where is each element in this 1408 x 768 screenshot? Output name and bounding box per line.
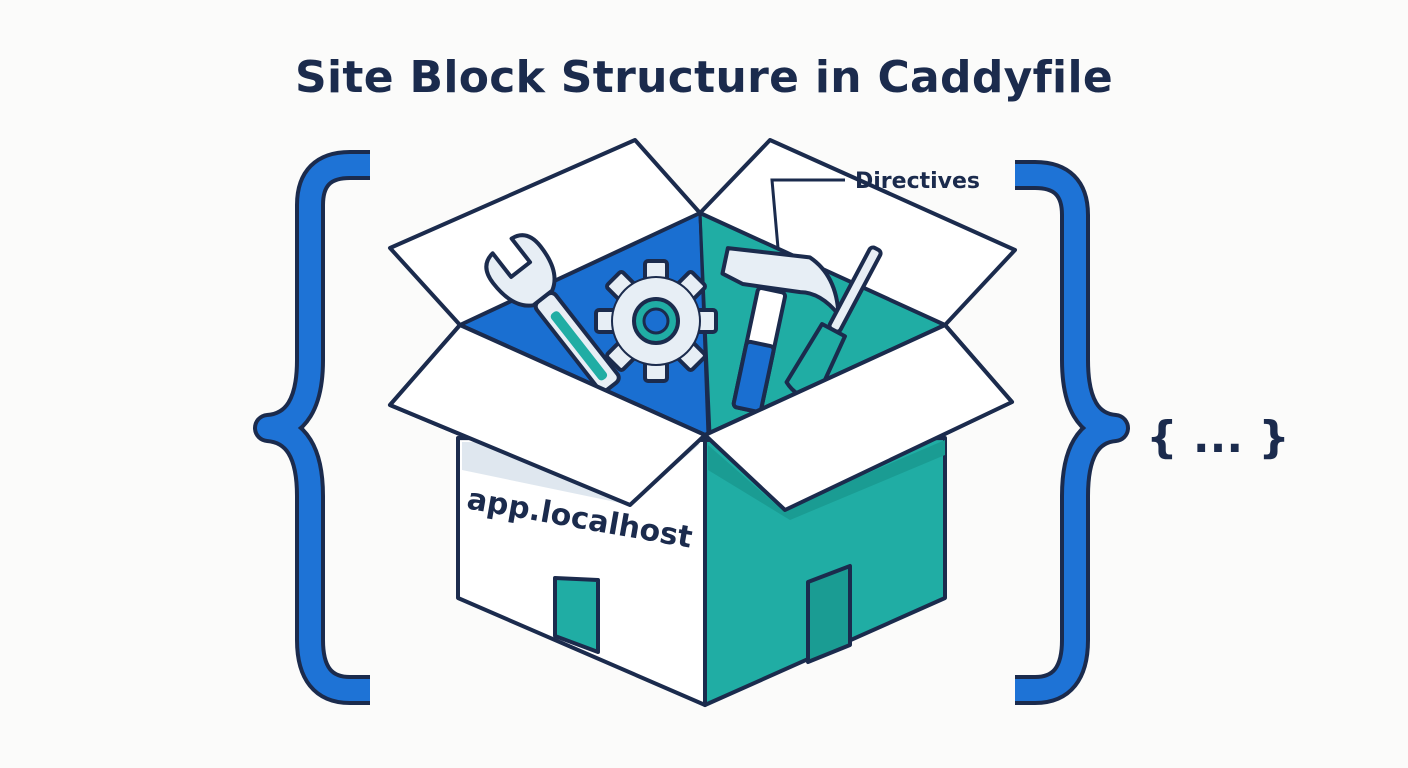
directives-leader-line	[770, 178, 845, 249]
box-front-door	[553, 576, 600, 654]
hammer-icon	[720, 246, 841, 414]
page-title: Site Block Structure in Caddyfile	[295, 52, 1113, 103]
gear-icon	[594, 259, 718, 383]
wrench-icon	[484, 233, 621, 394]
directives-label: Directives	[855, 169, 980, 194]
shorthand-braces: { ... }	[1146, 412, 1289, 463]
box-side-door	[806, 564, 852, 664]
